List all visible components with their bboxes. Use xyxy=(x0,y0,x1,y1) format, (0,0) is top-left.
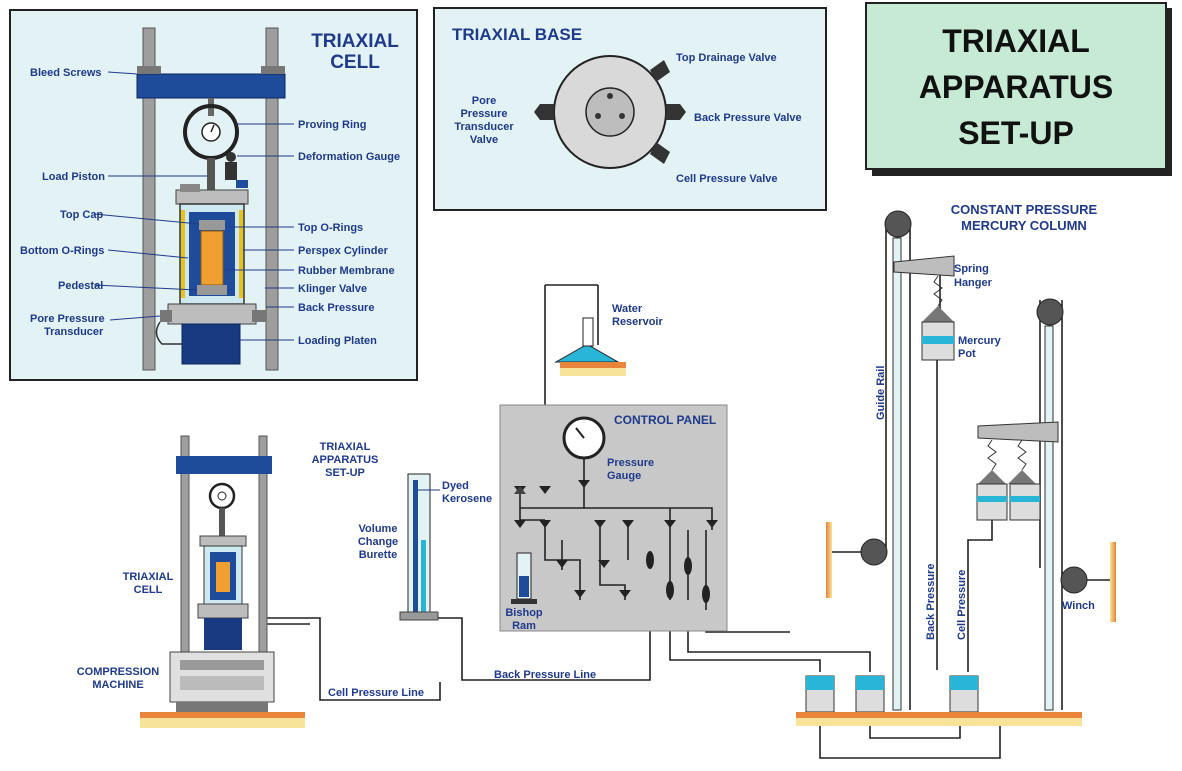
label-load-piston: Load Piston xyxy=(42,171,105,183)
label-pressure-gauge-1: Pressure xyxy=(607,457,654,469)
left-threaded-rod xyxy=(142,27,156,371)
label-pot-1: Mercury xyxy=(958,335,1002,347)
title-box: TRIAXIAL APPARATUS SET-UP xyxy=(865,2,1172,176)
label-pore-4: Valve xyxy=(470,134,498,146)
label-perspex-cylinder: Perspex Cylinder xyxy=(298,245,389,257)
triaxial-base-panel: TRIAXIAL BASE Top Drainage Valve Pore Pr… xyxy=(433,7,827,211)
label-spring-1: Spring xyxy=(954,263,989,275)
compression-machine: TRIAXIAL APPARATUS SET-UP TRIAXIAL CELL … xyxy=(77,435,379,728)
top-pulley-right xyxy=(1036,298,1064,326)
label-back-pressure-valve: Back Pressure Valve xyxy=(694,112,802,124)
label-top-cap: Top Cap xyxy=(60,209,103,221)
label-bottom-o-rings: Bottom O-Rings xyxy=(20,245,104,257)
load-piston xyxy=(207,158,215,192)
base-panel-heading: TRIAXIAL BASE xyxy=(452,25,582,44)
top-crossbeam xyxy=(136,73,286,99)
label-klinger-valve: Klinger Valve xyxy=(298,283,367,295)
mercury-heading-1: CONSTANT PRESSURE xyxy=(951,202,1098,217)
title-line-2: APPARATUS xyxy=(919,69,1113,105)
label-pore-2: Pressure xyxy=(460,108,507,120)
label-sub-title-2: APPARATUS xyxy=(312,454,379,466)
title-line-3: SET-UP xyxy=(958,115,1074,151)
label-water-reservoir-1: Water xyxy=(612,303,643,315)
cell-panel-heading-1: TRIAXIAL xyxy=(311,31,399,52)
label-pore-3: Transducer xyxy=(454,121,514,133)
label-guide-rail: Guide Rail xyxy=(875,366,887,420)
label-sub-title-1: TRIAXIAL xyxy=(320,441,371,453)
loading-platen xyxy=(181,323,241,365)
back-pressure-valve-icon xyxy=(666,104,686,120)
label-compression-1: COMPRESSION xyxy=(77,666,160,678)
label-loading-platen: Loading Platen xyxy=(298,335,377,347)
label-dyed-2: Kerosene xyxy=(442,493,492,505)
deformation-gauge-icon xyxy=(225,162,237,180)
title-line-1: TRIAXIAL xyxy=(942,23,1090,59)
top-drainage-valve-icon xyxy=(650,60,670,82)
label-pore-1: Pore xyxy=(472,95,496,107)
label-pore-pressure-1: Pore Pressure xyxy=(30,313,105,325)
label-machine-cell-1: TRIAXIAL xyxy=(123,571,174,583)
top-cap xyxy=(199,220,225,230)
water-reservoir: Water Reservoir xyxy=(554,303,663,376)
label-dyed-1: Dyed xyxy=(442,480,469,492)
label-spring-2: Hanger xyxy=(954,277,993,289)
label-sub-title-3: SET-UP xyxy=(325,467,365,479)
label-back-pressure: Back Pressure xyxy=(298,302,374,314)
label-compression-2: MACHINE xyxy=(92,679,143,691)
label-burette-2: Change xyxy=(358,536,398,548)
label-cell-pressure-valve: Cell Pressure Valve xyxy=(676,173,778,185)
control-panel-heading: CONTROL PANEL xyxy=(614,413,716,427)
volume-change-burette: Dyed Kerosene Volume Change Burette xyxy=(358,473,492,621)
winch-icon xyxy=(1060,566,1088,594)
label-top-o-rings: Top O-Rings xyxy=(298,222,363,234)
label-bishop-1: Bishop xyxy=(505,607,543,619)
label-burette-3: Burette xyxy=(359,549,398,561)
label-bishop-2: Ram xyxy=(512,620,536,632)
cell-pressure-valve-icon xyxy=(650,142,670,164)
cell-base xyxy=(167,303,257,325)
mercury-column: CONSTANT PRESSURE MERCURY COLUMN Spring … xyxy=(796,202,1116,726)
triaxial-cell-panel: TRIAXIAL CELL xyxy=(9,9,418,381)
label-pore-pressure-2: Transducer xyxy=(44,326,104,338)
label-burette-1: Volume xyxy=(359,523,398,535)
label-proving-ring: Proving Ring xyxy=(298,119,366,131)
label-winch: Winch xyxy=(1062,600,1095,612)
label-pedestal: Pedestal xyxy=(58,280,103,292)
label-pot-2: Pot xyxy=(958,348,976,360)
label-bleed-screws: Bleed Screws xyxy=(30,67,102,79)
label-pressure-gauge-2: Gauge xyxy=(607,470,641,482)
pore-pressure-valve-icon xyxy=(534,104,554,120)
label-cell-pressure-vertical: Cell Pressure xyxy=(956,570,968,640)
label-back-pressure-vertical: Back Pressure xyxy=(925,564,937,640)
label-machine-cell-2: CELL xyxy=(134,584,163,596)
lower-pulley-left xyxy=(860,538,888,566)
control-panel: CONTROL PANEL Pressure Gauge xyxy=(499,404,728,632)
label-deformation-gauge: Deformation Gauge xyxy=(298,151,400,163)
label-rubber-membrane: Rubber Membrane xyxy=(298,265,395,277)
label-cell-pressure-line: Cell Pressure Line xyxy=(328,687,424,699)
soil-specimen xyxy=(200,230,224,286)
mercury-heading-2: MERCURY COLUMN xyxy=(961,218,1087,233)
label-top-drainage-valve: Top Drainage Valve xyxy=(676,52,777,64)
label-back-pressure-line: Back Pressure Line xyxy=(494,669,596,681)
label-water-reservoir-2: Reservoir xyxy=(612,316,663,328)
pore-pressure-transducer-icon xyxy=(160,310,172,322)
top-pulley-left xyxy=(884,210,912,238)
right-threaded-rod xyxy=(265,27,279,371)
pedestal xyxy=(197,285,227,295)
klinger-valve-icon xyxy=(252,310,266,322)
cell-panel-heading-2: CELL xyxy=(330,52,380,73)
